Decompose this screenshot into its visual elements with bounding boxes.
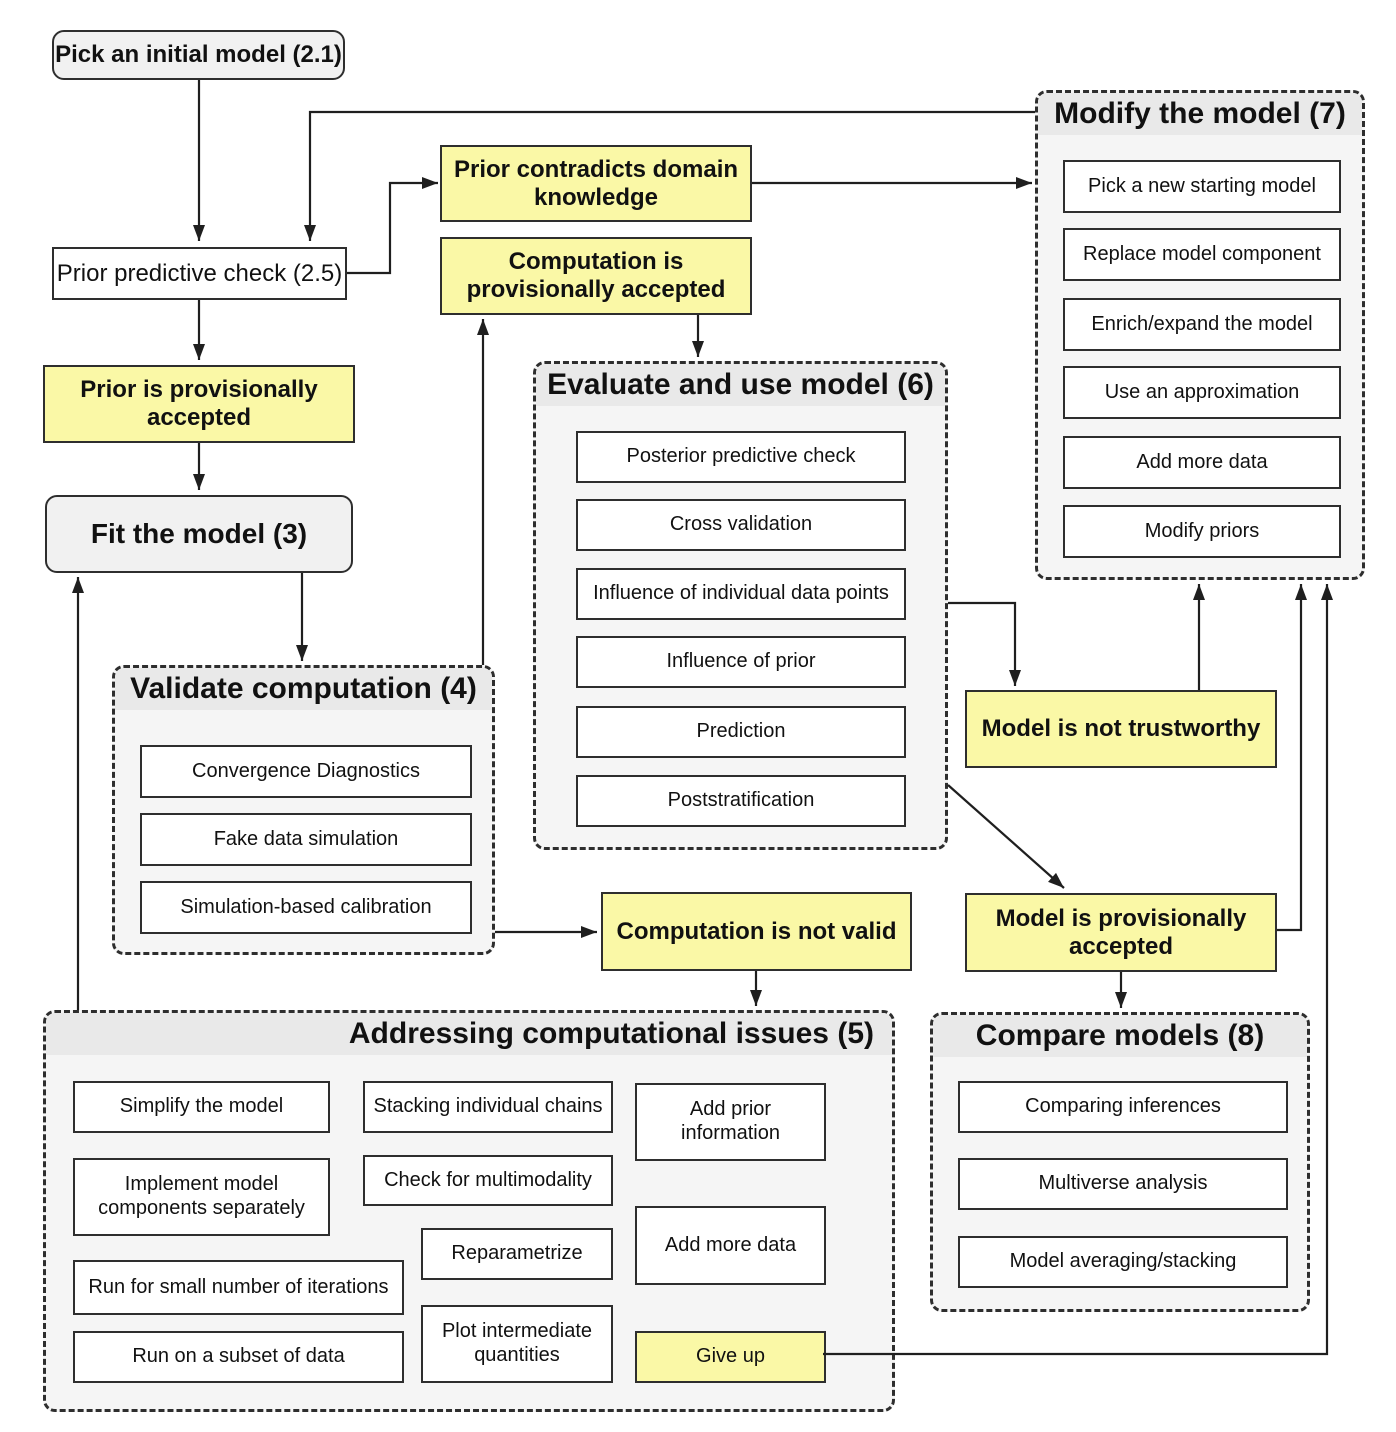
node-prior-contradicts-domain-knowledge: Prior contradicts domain knowledge xyxy=(440,145,752,222)
node-stacking-individual-chains: Stacking individual chains xyxy=(363,1081,613,1133)
edge-model-accepted-to-modify-model xyxy=(1277,584,1307,932)
node-replace-model-component: Replace model component xyxy=(1063,228,1341,281)
node-add-prior-information: Add prior information xyxy=(635,1083,826,1161)
node-reparametrize: Reparametrize xyxy=(421,1228,613,1280)
edge-evaluate-model-to-model-accepted xyxy=(947,784,1065,889)
group-title-evaluate-and-use-model: Evaluate and use model (6) xyxy=(536,364,945,406)
group-modify-the-model: Modify the model (7) Pick a new starting… xyxy=(1035,90,1365,580)
node-influence-of-individual-data-points: Influence of individual data points xyxy=(576,568,906,620)
node-convergence-diagnostics: Convergence Diagnostics xyxy=(140,745,472,798)
node-fake-data-simulation: Fake data simulation xyxy=(140,813,472,866)
group-evaluate-and-use-model: Evaluate and use model (6) Posterior pre… xyxy=(533,361,948,850)
node-simplify-the-model: Simplify the model xyxy=(73,1081,330,1133)
node-poststratification: Poststratification xyxy=(576,775,906,827)
node-model-is-not-trustworthy: Model is not trustworthy xyxy=(965,690,1277,768)
node-enrich-expand-the-model: Enrich/expand the model xyxy=(1063,298,1341,351)
node-add-more-data-modify: Add more data xyxy=(1063,436,1341,489)
node-posterior-predictive-check: Posterior predictive check xyxy=(576,431,906,483)
group-title-addressing-computational-issues: Addressing computational issues (5) xyxy=(46,1013,892,1055)
node-pick-a-new-starting-model: Pick a new starting model xyxy=(1063,160,1341,213)
node-plot-intermediate-quantities: Plot intermediate quantities xyxy=(421,1305,613,1383)
node-model-averaging-stacking: Model averaging/stacking xyxy=(958,1236,1288,1288)
node-influence-of-prior: Influence of prior xyxy=(576,636,906,688)
group-title-compare-models: Compare models (8) xyxy=(933,1015,1307,1057)
node-run-for-small-number-of-iterations: Run for small number of iterations xyxy=(73,1260,404,1315)
node-add-more-data-addressing: Add more data xyxy=(635,1206,826,1285)
node-pick-an-initial-model: Pick an initial model (2.1) xyxy=(52,30,345,80)
node-use-an-approximation: Use an approximation xyxy=(1063,366,1341,419)
group-validate-computation: Validate computation (4) Convergence Dia… xyxy=(112,665,495,955)
node-model-is-provisionally-accepted: Model is provisionally accepted xyxy=(965,893,1277,972)
group-title-validate-computation: Validate computation (4) xyxy=(115,668,492,710)
node-prior-predictive-check: Prior predictive check (2.5) xyxy=(52,247,347,300)
node-multiverse-analysis: Multiverse analysis xyxy=(958,1158,1288,1210)
group-title-modify-the-model: Modify the model (7) xyxy=(1038,93,1362,135)
node-modify-priors: Modify priors xyxy=(1063,505,1341,558)
group-addressing-computational-issues: Addressing computational issues (5) Simp… xyxy=(43,1010,895,1412)
edge-prior-predictive-to-prior-contradicts xyxy=(347,177,438,275)
node-prior-is-provisionally-accepted: Prior is provisionally accepted xyxy=(43,365,355,443)
node-computation-is-not-valid: Computation is not valid xyxy=(601,892,912,971)
node-give-up: Give up xyxy=(635,1331,826,1383)
node-run-on-a-subset-of-data: Run on a subset of data xyxy=(73,1331,404,1383)
node-cross-validation: Cross validation xyxy=(576,499,906,551)
node-comparing-inferences: Comparing inferences xyxy=(958,1081,1288,1133)
node-simulation-based-calibration: Simulation-based calibration xyxy=(140,881,472,934)
edge-evaluate-model-to-model-not-trustworthy xyxy=(948,601,1021,686)
node-fit-the-model: Fit the model (3) xyxy=(45,495,353,573)
node-computation-is-provisionally-accepted: Computation is provisionally accepted xyxy=(440,237,752,315)
group-compare-models: Compare models (8) Comparing inferences … xyxy=(930,1012,1310,1312)
node-prediction: Prediction xyxy=(576,706,906,758)
node-check-for-multimodality: Check for multimodality xyxy=(363,1155,613,1206)
node-implement-model-components-separately: Implement model components separately xyxy=(73,1158,330,1236)
